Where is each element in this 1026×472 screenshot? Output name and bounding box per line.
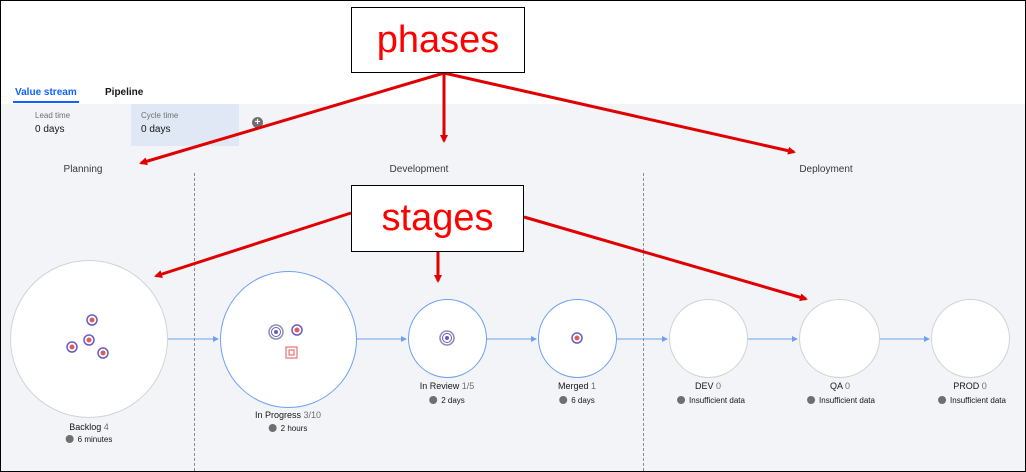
cycle-time-value: 0 days (141, 124, 171, 135)
stage-name: Backlog (69, 422, 102, 432)
stage-time-backlog: 6 minutes (65, 435, 113, 444)
stage-label-merged: Merged 1 (558, 381, 596, 391)
stage-count: 0 (716, 381, 722, 391)
backlog-work-item-icon (66, 341, 78, 353)
stage-circle-qa[interactable] (799, 299, 880, 378)
tab-value-stream[interactable]: Value stream (15, 87, 77, 98)
stage-time-value: 6 minutes (77, 435, 113, 444)
callout-stages: stages (351, 185, 524, 252)
phase-divider-2 (643, 173, 644, 471)
stage-time-value: 2 days (441, 396, 465, 405)
phase-title-planning: Planning (63, 164, 103, 175)
stage-count: 1 (591, 381, 597, 391)
stage-circle-in-progress[interactable] (220, 271, 357, 408)
backlog-work-item-icon (97, 347, 109, 359)
phase-divider-1 (194, 173, 195, 471)
stage-name: QA (829, 381, 843, 391)
stage-circle-prod[interactable] (931, 299, 1010, 378)
callout-phases: phases (351, 7, 525, 73)
clock-icon (268, 424, 277, 432)
value-stream-board (1, 104, 1025, 471)
clock-icon (559, 396, 568, 404)
stage-time-in-progress: 2 hours (268, 424, 308, 433)
stage-count: 0 (981, 381, 987, 391)
clock-icon (807, 396, 816, 404)
stage-time-qa: Insufficient data (807, 396, 875, 405)
stage-time-value: Insufficient data (819, 396, 875, 405)
stage-circle-dev[interactable] (669, 299, 748, 378)
stage-label-dev: DEV 0 (695, 381, 721, 391)
clock-icon (938, 396, 947, 404)
arrow-stages-to-qa (523, 215, 808, 302)
phase-title-deployment: Deployment (799, 164, 853, 175)
cycle-time-metric[interactable]: Cycle time 0 days (131, 104, 239, 146)
cycle-time-label: Cycle time (141, 111, 179, 120)
stage-count: 0 (845, 381, 851, 391)
clock-icon (429, 396, 438, 404)
tab-pipeline[interactable]: Pipeline (105, 87, 144, 98)
stage-name: In Progress (254, 410, 301, 420)
in-progress-grouped-items-icon (268, 324, 284, 340)
stage-time-in-review: 2 days (429, 396, 465, 405)
stage-count: 4 (103, 422, 109, 432)
in-review-grouped-items-icon (439, 330, 455, 346)
stage-name: DEV (694, 381, 714, 391)
backlog-work-item-icon (86, 314, 98, 326)
stage-label-qa: QA 0 (830, 381, 850, 391)
stage-label-prod: PROD 0 (953, 381, 987, 391)
in-progress-blocked-item-icon (285, 346, 298, 359)
backlog-work-item-icon (83, 334, 95, 346)
arrow-phases-to-deployment (443, 71, 796, 155)
stage-label-in-progress: In Progress 3/10 (255, 410, 321, 420)
active-tab-indicator (13, 101, 79, 103)
arrow-phases-to-planning (139, 71, 445, 166)
stage-label-in-review: In Review 1/5 (420, 381, 475, 391)
stage-time-value: Insufficient data (950, 396, 1006, 405)
clock-icon (65, 435, 74, 443)
add-metric-plus-icon[interactable]: + (252, 117, 263, 128)
stage-time-value: 2 hours (280, 424, 308, 433)
stage-name: In Review (419, 381, 460, 391)
stage-label-backlog: Backlog 4 (69, 422, 109, 432)
stage-time-value: 6 days (571, 396, 595, 405)
clock-icon (677, 396, 686, 404)
phase-title-development: Development (389, 164, 449, 175)
stage-time-prod: Insufficient data (938, 396, 1006, 405)
stage-time-value: Insufficient data (689, 396, 745, 405)
stage-name: Merged (557, 381, 589, 391)
merged-work-item-icon (571, 332, 583, 344)
lead-time-label: Lead time (35, 111, 71, 120)
stage-time-dev: Insufficient data (677, 396, 745, 405)
stage-count: 1/5 (461, 381, 475, 391)
stage-time-merged: 6 days (559, 396, 595, 405)
lead-time-metric[interactable]: Lead time 0 days (25, 104, 133, 146)
stage-count: 3/10 (303, 410, 322, 420)
arrow-stages-to-backlog (154, 211, 352, 278)
in-progress-work-item-icon (291, 324, 303, 336)
stage-name: PROD (953, 381, 980, 391)
lead-time-value: 0 days (35, 124, 65, 135)
